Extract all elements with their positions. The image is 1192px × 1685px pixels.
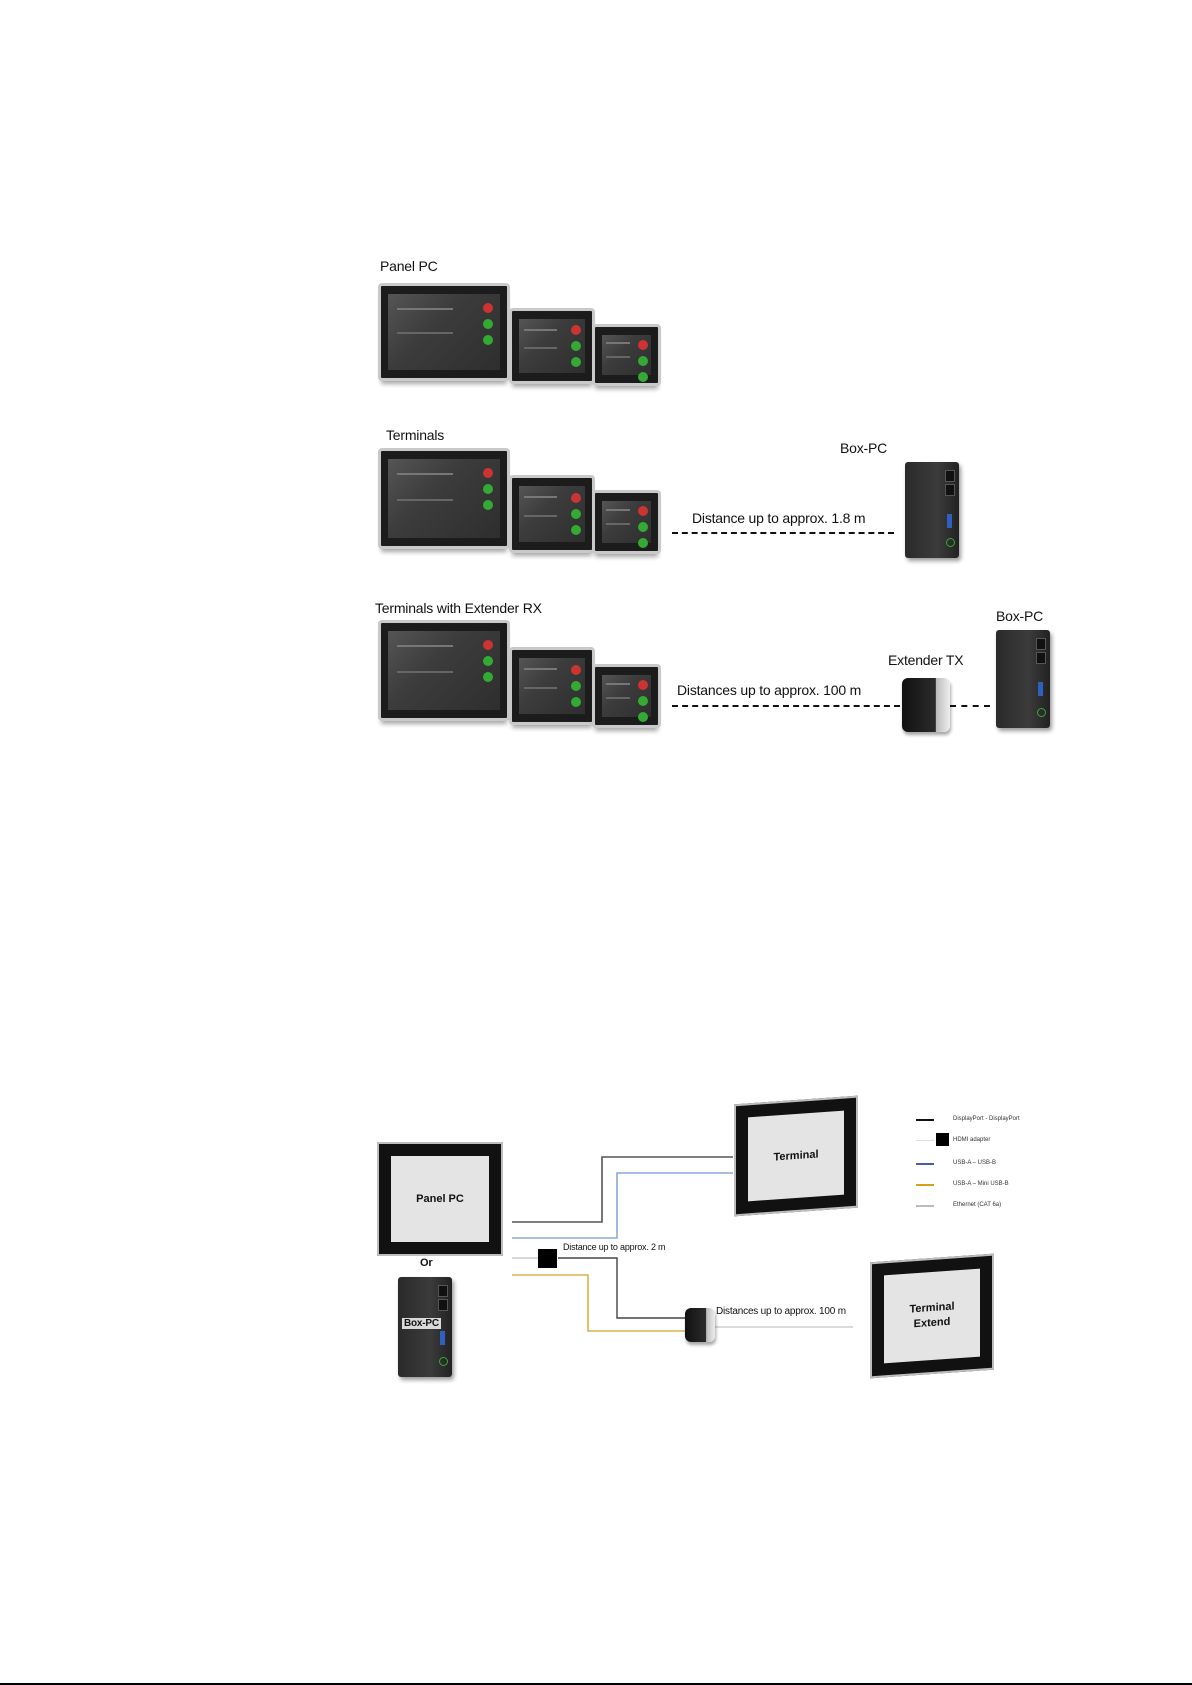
terminals-label: Terminals [386,427,445,443]
legend-mini-usb: USB-A – Mini USB-B [953,1181,1009,1187]
wiring-terminal-extend: Terminal Extend [870,1253,994,1379]
terminal-rx-small [592,664,661,728]
page-bottom-rule [0,1683,1192,1685]
box-pc-label-1: Box-PC [840,440,888,456]
wiring-box-pc-label: Box-PC [402,1318,441,1329]
connection-line-1 [672,532,894,534]
terminal-medium [509,475,595,553]
distance-short-label: Distance up to approx. 2 m [563,1242,666,1252]
box-pc-label-2: Box-PC [996,608,1044,624]
connection-line-2a [672,705,900,707]
terminal-rx-large [378,620,510,721]
legend-swatch-ethernet [916,1205,934,1207]
legend-ethernet: Ethernet (CAT 6a) [953,1202,1002,1208]
terminal-rx-medium [509,647,595,725]
legend-swatch-mini-usb [916,1184,934,1186]
legend-displayport: DisplayPort - DisplayPort [953,1116,1020,1122]
wiring-terminal-label: Terminal [748,1110,844,1202]
extender-tx-device [902,678,950,732]
legend-swatch-usb-b [916,1163,934,1165]
mini-usb-cable [512,1274,686,1332]
distance-long-label: Distances up to approx. 100 m [716,1306,846,1317]
terminal-large [378,448,510,549]
panel-pc-label: Panel PC [380,258,438,274]
wiring-terminal: Terminal [734,1095,858,1217]
distance-label-2: Distances up to approx. 100 m [677,682,862,698]
displayport-cable [512,1156,733,1223]
or-label: Or [420,1257,433,1269]
legend-swatch-displayport [916,1119,934,1121]
wiring-panel-pc-label: Panel PC [391,1156,489,1242]
hdmi-adapter-block [538,1249,557,1268]
terminals-extender-label: Terminals with Extender RX [375,600,542,616]
box-pc-device-2 [996,630,1050,728]
terminal-extend-line-2: Extend [913,1315,951,1331]
wiring-terminal-extend-label: Terminal Extend [884,1268,980,1364]
legend-hdmi-block [936,1133,949,1146]
distance-label-1: Distance up to approx. 1.8 m [692,510,866,526]
wiring-panel-pc: Panel PC [377,1142,503,1256]
terminal-small [592,490,661,554]
connection-line-2b [950,705,990,707]
panel-pc-large [378,283,510,381]
usb-b-cable [512,1172,733,1239]
box-pc-device-1 [905,462,959,558]
panel-pc-small [592,324,661,386]
legend-hdmi: HDMI adapter [953,1137,991,1143]
legend-usb-b: USB-A – USB-B [953,1160,997,1166]
displayport-cable-2 [558,1257,686,1319]
extender-tx-label: Extender TX [888,652,964,668]
legend-swatch-hdmi [916,1140,934,1141]
wiring-extender-device [685,1308,715,1342]
